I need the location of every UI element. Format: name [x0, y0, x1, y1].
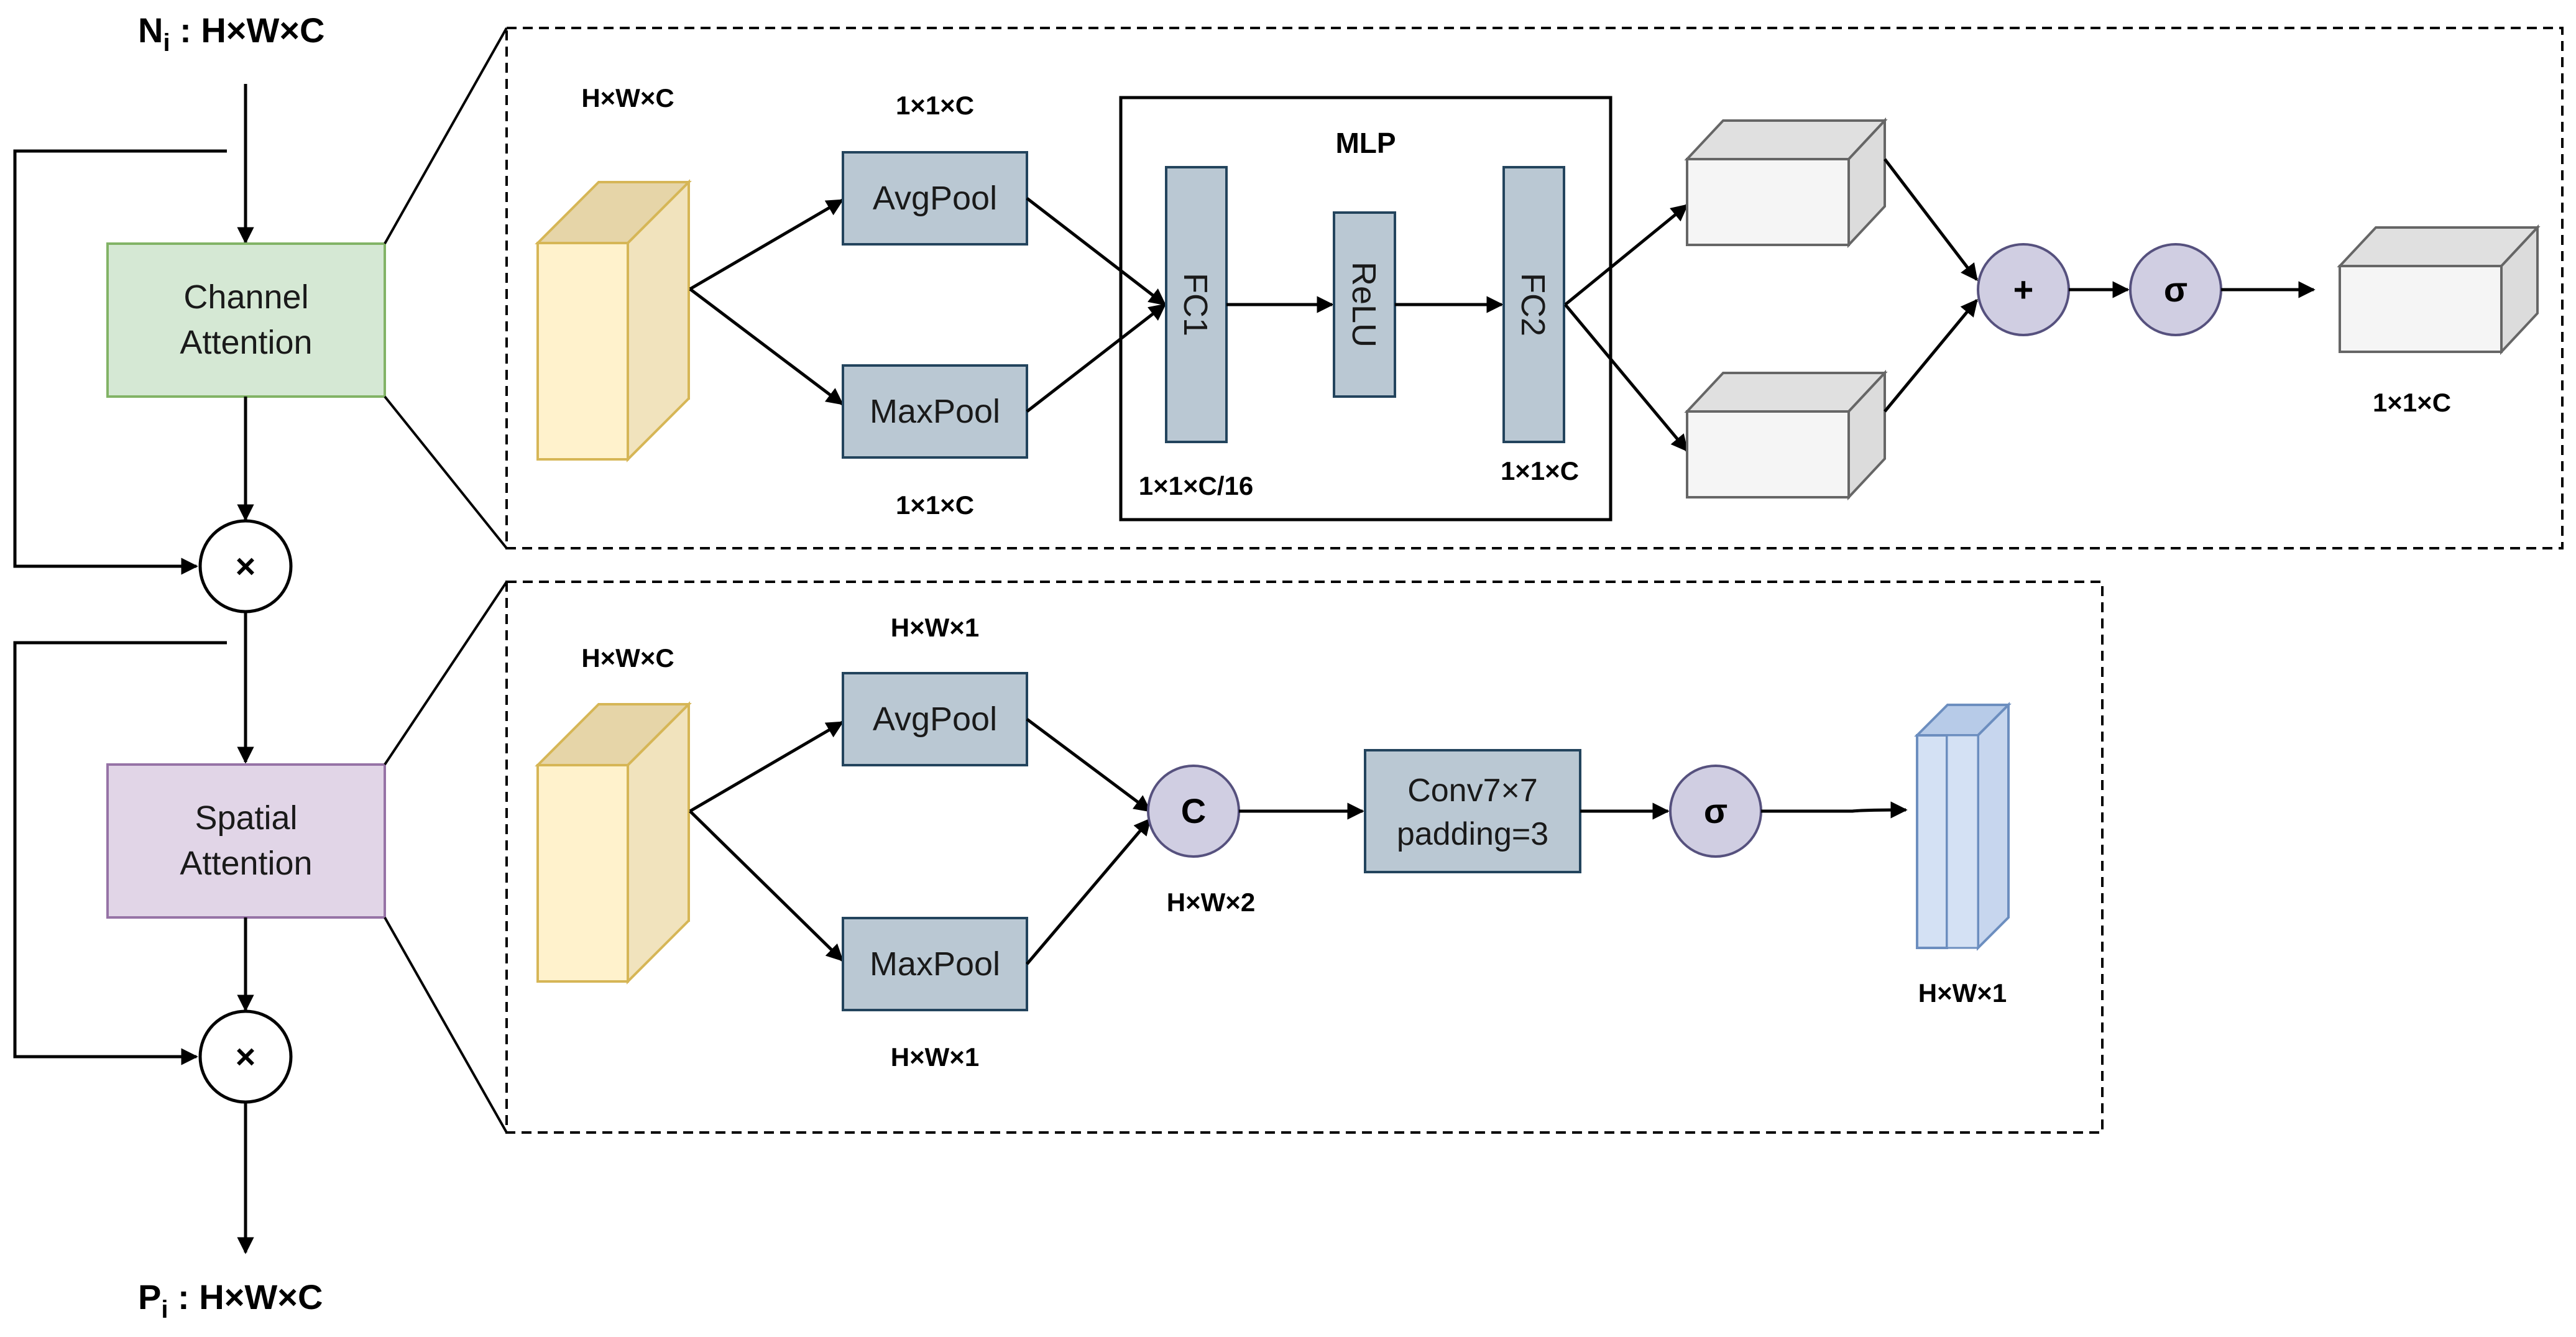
- zoom-line-channel-top: [384, 27, 508, 244]
- concat-symbol: C: [1181, 791, 1206, 830]
- relu-label: ReLU: [1345, 262, 1382, 347]
- arrow-maxpool-to-fc1: [1026, 303, 1167, 413]
- channel-attention-label-line2: Attention: [180, 324, 312, 361]
- mlp-title: MLP: [1335, 127, 1396, 159]
- fc2-dim: 1×1×C: [1501, 456, 1579, 485]
- output-label: Pi : H×W×C: [138, 1277, 323, 1323]
- arrow-sigma-to-spatial-output: [1761, 801, 1908, 819]
- arrow-to-channel-avgpool: [689, 198, 844, 291]
- fc2-label: FC2: [1514, 273, 1552, 336]
- arrow-maxpool-to-concat: [1026, 817, 1151, 965]
- channel-lower-vector-cube: [1684, 369, 1888, 501]
- spatial-maxpool-label: MaxPool: [870, 945, 1000, 983]
- channel-attention-module: H×W×C 1×1×C AvgPool MaxPool 1×1×C MLP FC…: [505, 27, 2564, 549]
- arrow-avgpool-to-concat: [1026, 717, 1152, 813]
- channel-sigma-symbol: σ: [2164, 270, 2187, 309]
- channel-input-feature-cube: [535, 179, 692, 462]
- spatial-attention-label-line2: Attention: [180, 845, 312, 882]
- input-label: Ni : H×W×C: [138, 11, 325, 57]
- channel-attention-label-line1: Channel: [183, 278, 308, 316]
- channel-output-vector-cube: [2337, 224, 2541, 356]
- channel-maxpool-dim: 1×1×C: [896, 490, 974, 520]
- arrow-to-channel-maxpool: [689, 288, 844, 405]
- left-chain: Ni : H×W×C Channel Attention × Spatial A…: [13, 11, 508, 1323]
- zoom-line-spatial-bottom: [384, 917, 508, 1133]
- arrow-to-spatial-avgpool: [689, 720, 844, 813]
- spatial-input-feature-cube: [535, 701, 692, 985]
- channel-module-frame: [505, 27, 2564, 549]
- mlp-frame: [1119, 96, 1612, 521]
- arrow-to-spatial-maxpool: [689, 810, 844, 962]
- arrow-avgpool-to-fc1: [1026, 197, 1167, 306]
- spatial-maxpool-box: [842, 917, 1028, 1011]
- conv-label-line2: padding=3: [1397, 816, 1548, 852]
- channel-maxpool-label: MaxPool: [870, 393, 1000, 430]
- fc1-dim: 1×1×C/16: [1139, 471, 1254, 500]
- channel-attention-box: [106, 242, 386, 398]
- arrow-fc2-to-lower-vector: [1564, 303, 1688, 453]
- multiply-symbol-1: ×: [236, 546, 256, 586]
- spatial-sigma-symbol: σ: [1704, 791, 1727, 830]
- spatial-maxpool-dim: H×W×1: [891, 1042, 979, 1072]
- skip-connection-1: [13, 149, 227, 575]
- spatial-module-frame: [505, 581, 2104, 1134]
- fc1-label: FC1: [1177, 273, 1214, 336]
- spatial-attention-box: [106, 763, 386, 919]
- channel-output-dim: 1×1×C: [2373, 388, 2451, 417]
- arrow-fc2-to-upper-vector: [1564, 204, 1689, 306]
- channel-input-dim: H×W×C: [581, 83, 674, 113]
- skip-connection-2: [13, 641, 227, 1065]
- arrow-upper-vector-to-plus: [1884, 158, 1978, 282]
- channel-upper-vector-cube: [1684, 117, 1888, 249]
- arrow-lower-vector-to-plus: [1884, 298, 1978, 413]
- spatial-output-map: [1914, 702, 2012, 951]
- spatial-avgpool-label: AvgPool: [873, 701, 997, 738]
- conv-label-line1: Conv7×7: [1407, 773, 1538, 809]
- spatial-avgpool-box: [842, 672, 1028, 766]
- spatial-output-dim: H×W×1: [1918, 978, 2007, 1008]
- multiply-symbol-2: ×: [236, 1037, 256, 1076]
- channel-avgpool-label: AvgPool: [873, 180, 997, 217]
- fc1-box: [1165, 166, 1228, 443]
- concat-dim: H×W×2: [1167, 888, 1255, 917]
- plus-symbol: +: [2013, 270, 2034, 309]
- zoom-line-spatial-top: [384, 581, 508, 766]
- conv-box: [1364, 749, 1581, 873]
- fc2-box: [1502, 166, 1565, 443]
- spatial-input-dim: H×W×C: [581, 643, 674, 673]
- zoom-line-channel-bottom: [384, 395, 508, 549]
- spatial-attention-module: H×W×C H×W×1 AvgPool MaxPool H×W×1 C H×W×…: [505, 581, 2104, 1134]
- spatial-avgpool-dim: H×W×1: [891, 613, 979, 642]
- relu-box: [1333, 211, 1396, 398]
- spatial-attention-label-line1: Spatial: [195, 799, 297, 837]
- channel-avgpool-dim: 1×1×C: [896, 91, 974, 120]
